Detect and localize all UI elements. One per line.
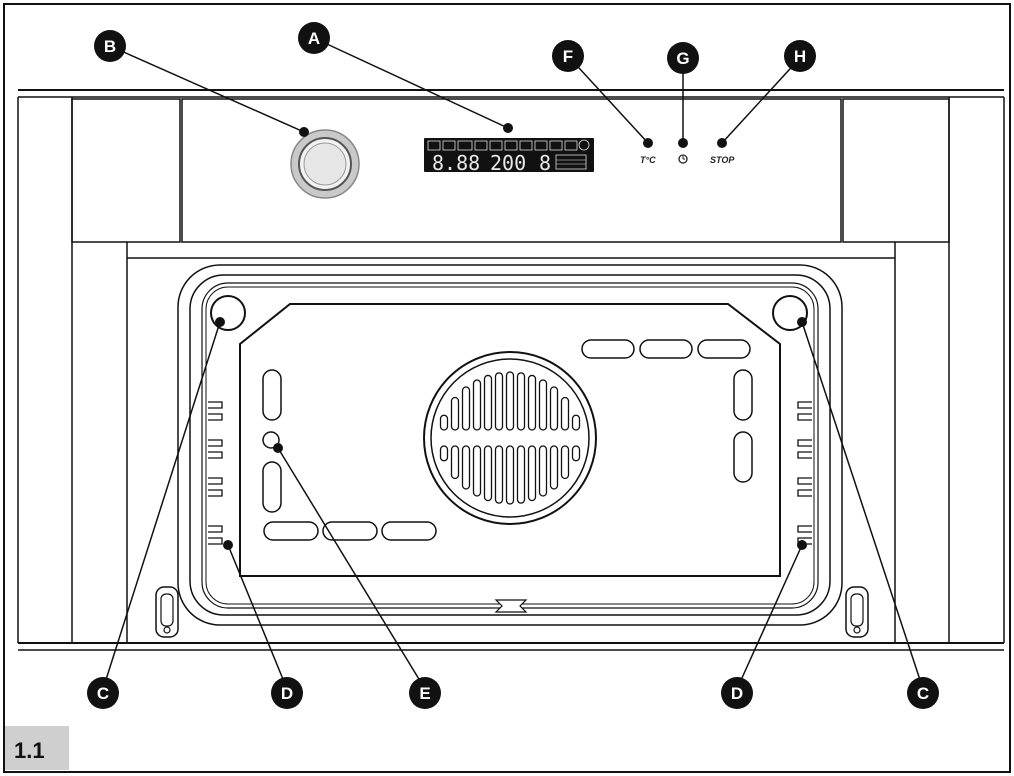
fan-slot: [560, 396, 570, 431]
callout-E: E: [409, 677, 441, 709]
leader-lines: [102, 37, 924, 690]
vent-slot: [262, 461, 282, 513]
stop-button-label[interactable]: STOP: [710, 155, 735, 165]
fan-slot: [549, 386, 559, 431]
vent-slot: [262, 369, 282, 421]
fan-slot: [461, 445, 471, 490]
callout-H: H: [784, 40, 816, 72]
fan-slot: [505, 445, 515, 505]
lcd-side-digit: 8: [539, 151, 551, 175]
callout-C-left: C: [87, 677, 119, 709]
callout-D-left: D: [271, 677, 303, 709]
callout-D-label: D: [731, 684, 743, 703]
door-gasket-inner: [189, 274, 831, 616]
control-panel: [181, 98, 842, 243]
fan-slot: [505, 371, 515, 431]
fan-slot: [494, 445, 504, 504]
figure-number-tab: 1.1: [5, 726, 69, 770]
callout-G: G: [667, 42, 699, 74]
vent-slot: [733, 431, 753, 483]
vent-slot: [697, 339, 751, 359]
fan-slot: [450, 445, 460, 480]
vent-slot: [733, 369, 753, 421]
shelf-runners-left: [208, 401, 223, 545]
callout-D-label: D: [281, 684, 293, 703]
left-trim-panel: [71, 98, 181, 243]
fan-slot: [483, 445, 493, 502]
door-latch: [494, 599, 528, 613]
hinge-right: [845, 586, 869, 638]
timer-clock-icon[interactable]: [678, 154, 688, 164]
cavity-back-panel: [239, 303, 781, 577]
callout-C-right: C: [907, 677, 939, 709]
fan-slot: [516, 372, 526, 431]
fan-slot: [461, 386, 471, 431]
callout-G-label: G: [676, 49, 689, 68]
lcd-display: 8.88 200 8: [424, 138, 594, 175]
callout-E-label: E: [419, 684, 430, 703]
fan-slot: [450, 396, 460, 431]
temperature-button-label[interactable]: T°C: [640, 155, 656, 165]
fan-slot: [549, 445, 559, 490]
lcd-left-digits: 8.88: [432, 151, 480, 175]
right-trim-panel: [842, 98, 950, 243]
fan-slot: [571, 445, 581, 462]
hinge-left: [155, 586, 179, 638]
figure-number: 1.1: [14, 738, 45, 763]
fan-slot: [527, 374, 537, 431]
vent-slot: [263, 521, 319, 541]
callout-B: B: [94, 30, 126, 62]
callout-F: F: [552, 40, 584, 72]
fan-slot: [472, 445, 482, 497]
fan-slot: [483, 374, 493, 431]
callout-A: A: [298, 22, 330, 54]
vent-slot: [381, 521, 437, 541]
vent-slot: [639, 339, 693, 359]
callout-C-label: C: [97, 684, 109, 703]
vent-slot: [581, 339, 635, 359]
fan-slot: [527, 445, 537, 502]
fan-slot: [439, 445, 449, 462]
vent-slot: [322, 521, 378, 541]
fan-slot: [494, 372, 504, 431]
callout-A-label: A: [308, 29, 320, 48]
fan-slot: [472, 379, 482, 431]
fan-slot: [516, 445, 526, 504]
fan-slot: [538, 379, 548, 431]
lcd-right-digits: 200: [490, 151, 526, 175]
leader-dots: [215, 123, 807, 550]
fan-slot: [571, 414, 581, 431]
control-knob[interactable]: [290, 129, 360, 199]
callout-D-right: D: [721, 677, 753, 709]
callout-C-label: C: [917, 684, 929, 703]
callout-F-label: F: [563, 47, 573, 66]
fan-slot: [538, 445, 548, 497]
fan-cover: [423, 351, 597, 525]
callout-H-label: H: [794, 47, 806, 66]
fan-slot: [560, 445, 570, 480]
shelf-runners-right: [797, 401, 812, 545]
callout-B-label: B: [104, 37, 116, 56]
fan-slot: [439, 414, 449, 431]
